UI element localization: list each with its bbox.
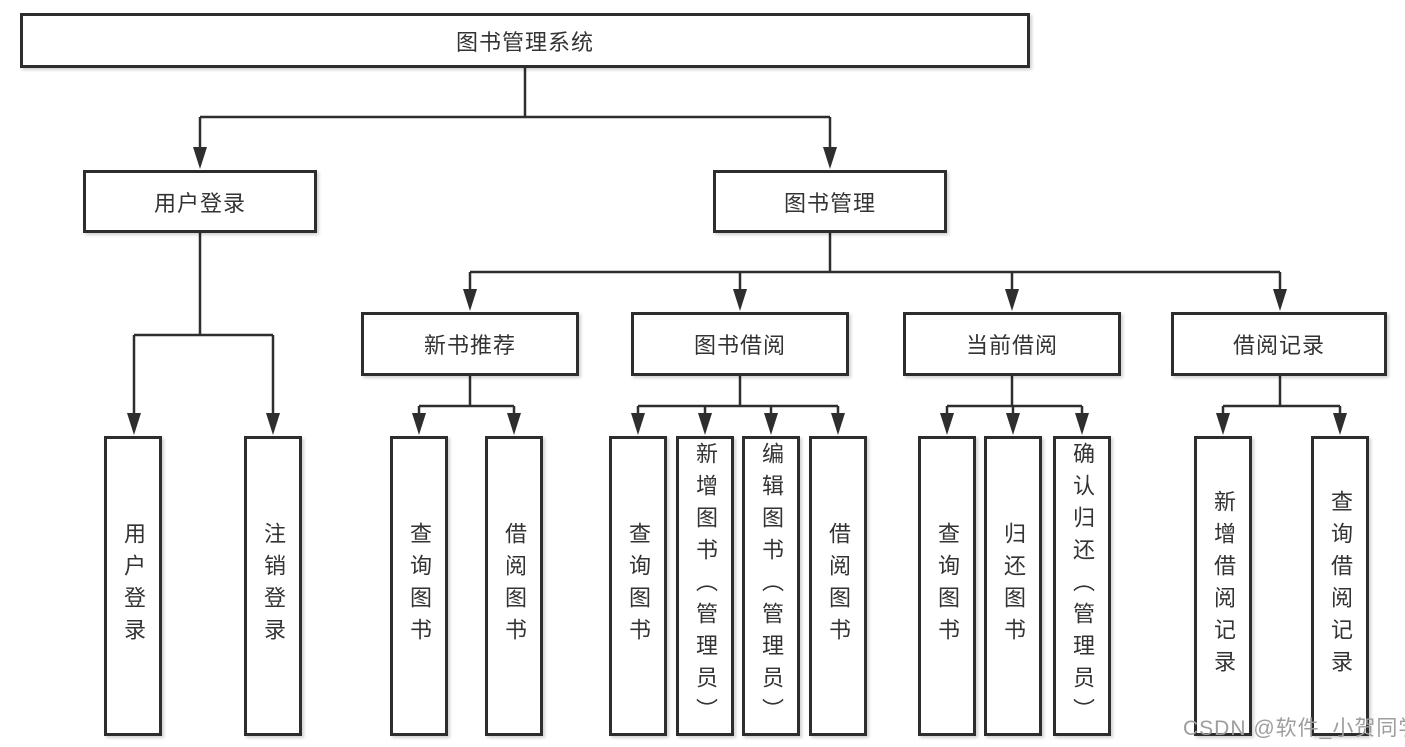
node-user-login: 用户登录 xyxy=(83,170,317,233)
leaf-current-query-books: 查询图书 xyxy=(918,436,976,736)
watermark: CSDN @软件_小贺同学 xyxy=(1183,717,1405,740)
node-new-book-recommendation: 新书推荐 xyxy=(361,312,579,376)
leaf-records-add-record: 新增借阅记录 xyxy=(1194,436,1252,736)
node-current-borrowing: 当前借阅 xyxy=(903,312,1121,376)
leaf-current-confirm-return-admin: 确认归还（管理员） xyxy=(1053,436,1111,736)
leaf-recommend-query-books: 查询图书 xyxy=(390,436,448,736)
leaf-current-return-books: 归还图书 xyxy=(984,436,1042,736)
leaf-borrow-query-books: 查询图书 xyxy=(609,436,667,736)
leaf-borrow-edit-books-admin: 编辑图书（管理员） xyxy=(742,436,800,736)
leaf-records-query-record: 查询借阅记录 xyxy=(1311,436,1369,736)
node-book-borrowing: 图书借阅 xyxy=(631,312,849,376)
node-book-management: 图书管理 xyxy=(713,170,947,233)
node-library-management-system: 图书管理系统 xyxy=(20,13,1030,68)
leaf-recommend-borrow-books: 借阅图书 xyxy=(485,436,543,736)
leaf-borrow-borrow-books: 借阅图书 xyxy=(809,436,867,736)
leaf-user-login: 用户登录 xyxy=(104,436,162,736)
node-borrowing-records: 借阅记录 xyxy=(1171,312,1387,376)
leaf-logout: 注销登录 xyxy=(244,436,302,736)
leaf-borrow-add-books-admin: 新增图书（管理员） xyxy=(676,436,734,736)
